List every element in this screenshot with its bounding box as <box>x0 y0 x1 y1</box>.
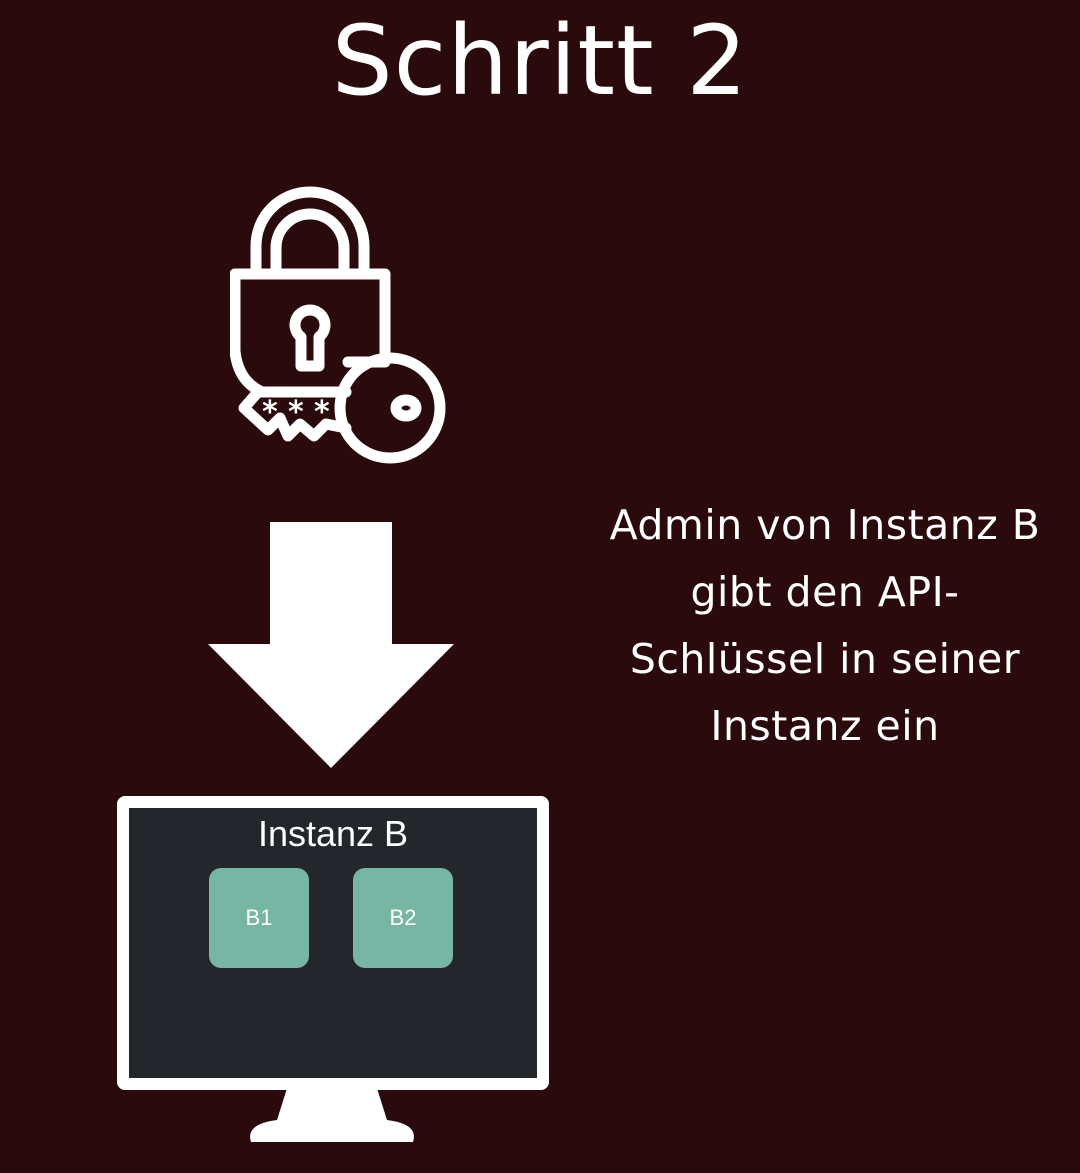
padlock-with-key-icon: * * * <box>230 186 446 464</box>
tile-label: B2 <box>389 905 417 930</box>
monitor-stand <box>250 1082 414 1142</box>
step-description: Admin von Instanz B gibt den API-Schlüss… <box>609 501 1041 750</box>
svg-text:*: * <box>288 395 304 430</box>
monitor-icon: Instanz B B1 B2 <box>117 796 549 1156</box>
svg-text:*: * <box>262 395 278 430</box>
tile-b1: B1 <box>209 868 309 968</box>
monitor-screen: Instanz B B1 B2 <box>117 796 549 1090</box>
tile-label: B1 <box>245 905 273 930</box>
arrow-down-icon <box>208 522 454 768</box>
svg-text:*: * <box>314 395 330 430</box>
instance-title: Instanz B <box>257 813 409 854</box>
tile-b2: B2 <box>353 868 453 968</box>
page-title: Schritt 2 <box>331 5 749 117</box>
